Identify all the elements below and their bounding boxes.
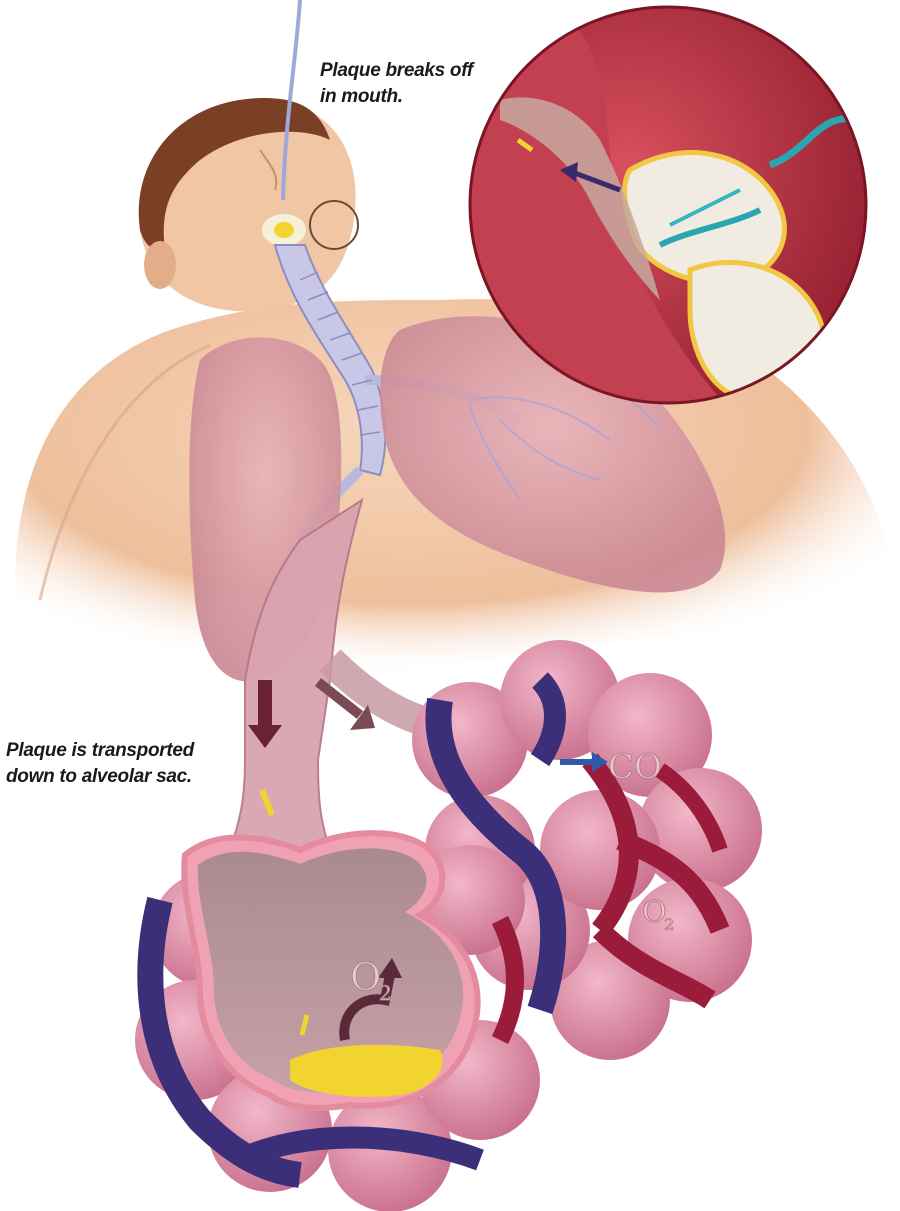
- o2-inner-label: O: [350, 955, 381, 999]
- alveolar-caption: Plaque is transported down to alveolar s…: [6, 738, 194, 790]
- o2-right-subscript: 2: [664, 915, 674, 934]
- alveolar-caption-line1: Plaque is transported: [6, 738, 194, 764]
- o2-inner-subscript: 2: [379, 981, 392, 1005]
- alveolar-caption-line2: down to alveolar sac.: [6, 764, 194, 790]
- o2-right-label: O: [642, 895, 667, 930]
- mouth-caption-line1: Plaque breaks off: [320, 58, 473, 84]
- alveolar-sac: O 2: [135, 833, 540, 1211]
- mouth-caption-line2: in mouth.: [320, 84, 473, 110]
- head: [139, 98, 358, 311]
- mouth-caption: Plaque breaks off in mouth.: [320, 58, 473, 110]
- co-label: CO: [608, 747, 662, 787]
- ear: [144, 241, 176, 289]
